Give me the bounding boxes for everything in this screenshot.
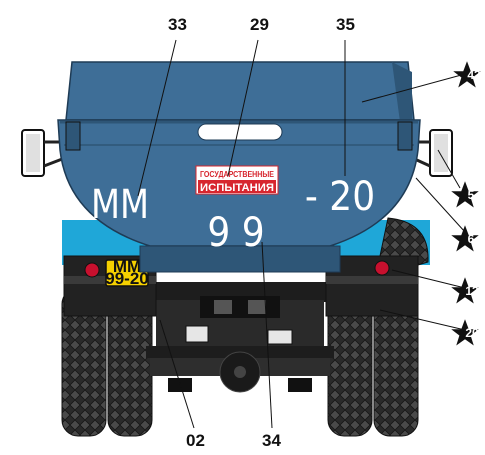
star-callout-20: 20 [451, 319, 479, 346]
callout-34: 34 [262, 431, 281, 450]
license-plate: ММ 99-20 [105, 257, 149, 288]
callout-35: 35 [336, 15, 355, 34]
star-callout-12: 12 [451, 277, 479, 304]
test-plate-line1: ГОСУДАРСТВЕННЫЕ [200, 170, 275, 179]
svg-text:20: 20 [465, 326, 479, 340]
star-callout-6: 6 [451, 225, 479, 252]
star-callout-42: 42 [453, 61, 481, 88]
rear-chassis [146, 282, 334, 393]
body-marking-left: ММ [91, 182, 149, 228]
callout-33: 33 [168, 15, 187, 34]
body-number: 9 9 [207, 210, 264, 256]
callout-02: 02 [186, 431, 205, 450]
license-plate-line2: 99-20 [105, 269, 148, 288]
svg-text:5: 5 [468, 188, 475, 202]
test-plate-line2: ИСПЫТАНИЯ [200, 182, 274, 194]
dump-body-top [65, 61, 415, 121]
callout-29: 29 [250, 15, 269, 34]
svg-text:12: 12 [465, 284, 479, 298]
state-testing-plate: ГОСУДАРСТВЕННЫЕ ИСПЫТАНИЯ [195, 165, 279, 195]
dump-body [57, 61, 421, 273]
body-marking-right: - 20 [305, 174, 375, 220]
svg-text:6: 6 [468, 232, 475, 246]
mudflap-right [325, 255, 419, 317]
mirror-left [21, 129, 71, 177]
rear-wheels [61, 217, 429, 437]
tail-light-left [84, 262, 100, 278]
leader-lines [137, 39, 466, 429]
tail-light-right [374, 260, 390, 276]
svg-text:42: 42 [467, 68, 481, 82]
tailgate-handle [197, 123, 283, 141]
star-callout-5: 5 [451, 181, 479, 208]
license-plate-line1: ММ [113, 257, 141, 276]
